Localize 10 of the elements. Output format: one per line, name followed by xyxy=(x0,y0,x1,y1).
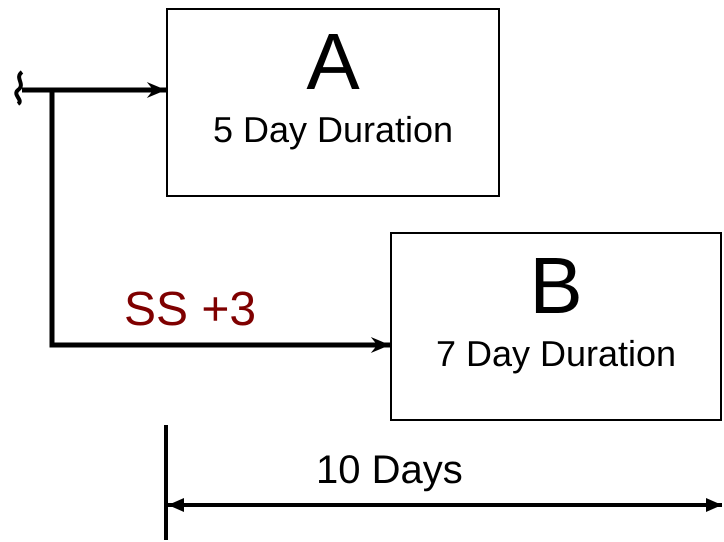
duration-text: 7 Day Duration xyxy=(436,334,676,374)
activity-name: B xyxy=(529,244,583,328)
activity-box xyxy=(390,232,722,421)
activity-name: A xyxy=(306,20,360,104)
arrow xyxy=(50,90,390,353)
dimension-label: 10 Days xyxy=(316,448,463,493)
duration-text: 5 Day Duration xyxy=(212,110,454,150)
activity-box xyxy=(166,8,500,197)
edge-label: SS +3 xyxy=(124,282,256,337)
arrow xyxy=(22,82,166,98)
